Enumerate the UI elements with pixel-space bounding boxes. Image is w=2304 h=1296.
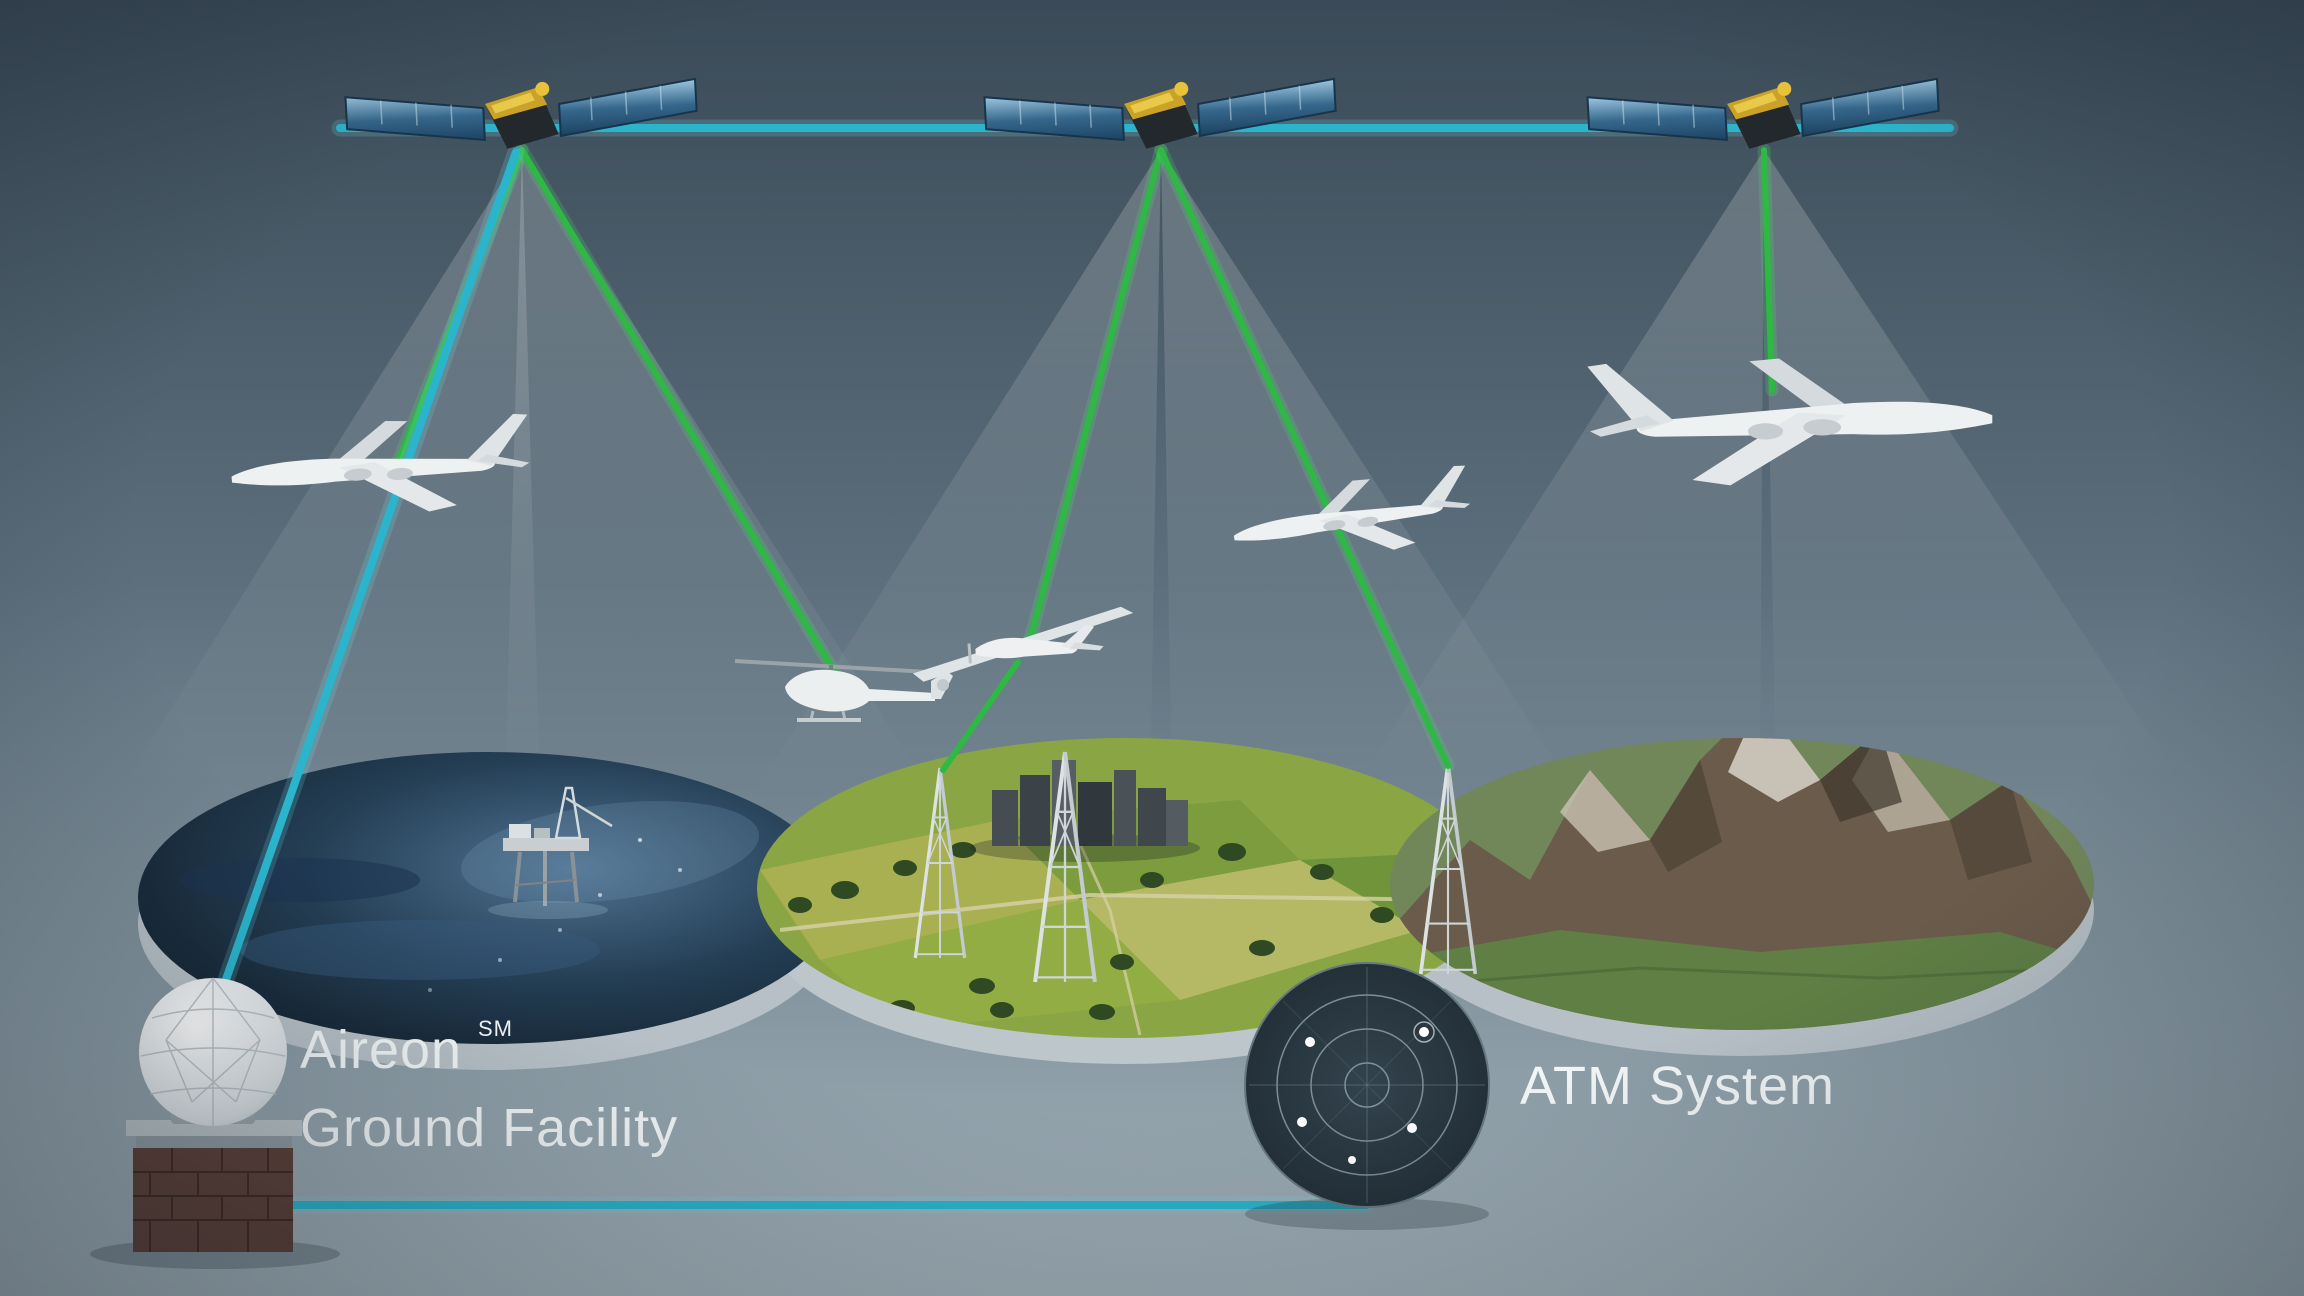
ground-facility-name: Aireon	[300, 1020, 462, 1080]
atm-system-label: ATM System	[1520, 1056, 1835, 1116]
ground-facility-superscript: SM	[478, 1016, 513, 1041]
ground-facility-type: Ground Facility	[300, 1098, 678, 1158]
radar-rings	[1249, 967, 1485, 1203]
